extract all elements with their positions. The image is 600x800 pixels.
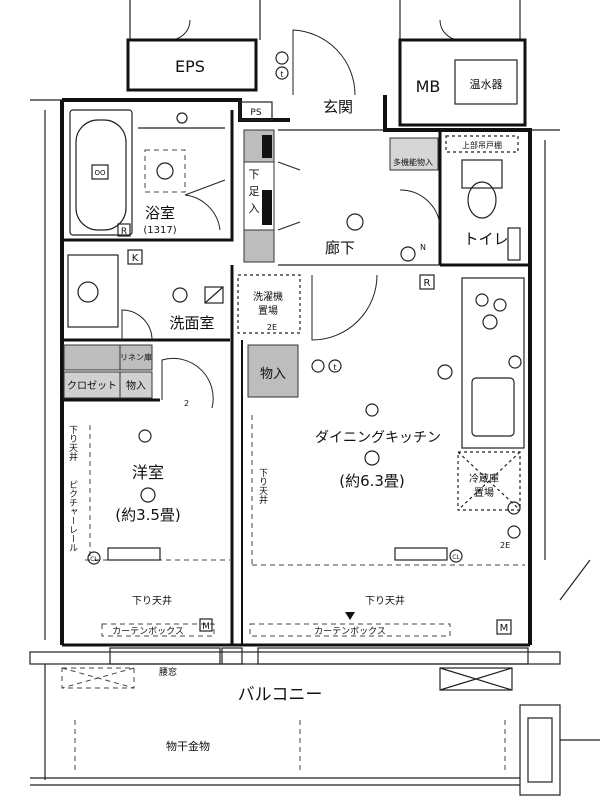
ceiling-and-curtain: 下り天井 下り天井 カーテンボックス カーテンボックス M M: [101, 594, 512, 637]
shoe-box: 下 足 入: [243, 129, 385, 263]
balcony: 腰窓 バルコニー 物干金物: [30, 559, 600, 796]
lowered-ceiling-left: 下り天井: [132, 594, 172, 607]
water-heater-label: 温水器: [470, 78, 503, 91]
two-e-mark-washer: 2E: [267, 323, 277, 332]
washer-label: 洗濯機: [253, 290, 283, 303]
bath-mark: OO: [94, 169, 106, 177]
dining-kitchen: 下り天井 ダイニングキッチン (約6.3畳) 冷蔵庫 置場 2E CL: [251, 277, 525, 566]
two-mark-closet: 2: [184, 399, 189, 408]
picture-rail-label: ピクチャーレール: [67, 480, 78, 552]
ps-label: PS: [250, 108, 261, 118]
windows: [29, 647, 561, 665]
hallway-label: 廊下: [325, 239, 355, 257]
lowered-ceiling-v: 下り天井: [257, 468, 268, 505]
bathroom: OO 浴室 (1317) R: [62, 109, 234, 242]
m-mark-right: M: [500, 623, 509, 634]
mb-box: MB 温水器: [398, 38, 527, 127]
cl-mark-dk: CL: [452, 554, 460, 561]
dk-label: ダイニングキッチン: [315, 430, 441, 446]
washroom-label: 洗面室: [169, 314, 214, 332]
washroom: K 洗面室 洗濯機 置場 2E: [62, 249, 301, 342]
bath-size: (1317): [143, 225, 176, 236]
hallway: 廊下 N R: [278, 213, 440, 341]
dk-size: (約6.3畳): [339, 472, 405, 490]
storage-label: 物入: [260, 367, 286, 382]
two-e-mark-dk: 2E: [500, 541, 510, 550]
clothes-hanger-label: 物干金物: [166, 739, 210, 753]
curtain-box-right: カーテンボックス: [314, 626, 386, 637]
r-mark-hall: R: [424, 278, 431, 289]
bath-label: 浴室: [145, 204, 175, 222]
lowered-ceiling-western: 下り天井: [67, 425, 78, 462]
storage-small-label: 多機能物入: [393, 157, 433, 167]
western-room-label: 洋室: [132, 463, 164, 482]
cl-mark-western: CL: [90, 556, 98, 563]
closet-storage-label: 物入: [126, 379, 146, 392]
toilet-shelf-label: 上部吊戸棚: [462, 140, 502, 150]
western-room-size: (約3.5畳): [115, 506, 181, 524]
fridge-label: 冷蔵庫: [469, 472, 499, 485]
eps-label: EPS: [175, 57, 205, 76]
n-mark: N: [420, 243, 426, 252]
outer-corridor-lines: [129, 0, 521, 41]
western-room: 洋室 (約3.5畳) 下り天井 ピクチャーレール CL: [67, 425, 230, 565]
shoe-box-label-3: 入: [249, 202, 260, 215]
shoe-box-label-1: 下: [249, 168, 260, 181]
r-mark-bath: R: [121, 227, 127, 237]
toilet-label: トイレ: [463, 230, 508, 248]
k-mark: K: [132, 253, 139, 264]
lowered-ceiling-right: 下り天井: [365, 594, 405, 607]
storage: 物入 t: [247, 344, 342, 398]
entrance-door: t: [275, 29, 356, 96]
toilet-area: 多機能物入 上部吊戸棚 トイレ: [389, 130, 530, 267]
balcony-label: バルコニー: [238, 685, 323, 705]
entrance-label: 玄関: [323, 98, 353, 116]
washer-place-label: 置場: [258, 304, 278, 317]
curtain-box-left: カーテンボックス: [112, 626, 184, 637]
m-mark-left: M: [202, 622, 210, 632]
waist-window-label: 腰窓: [159, 666, 177, 678]
fridge-place-label: 置場: [474, 486, 494, 499]
partition: [230, 265, 243, 645]
t-mark-2: t: [333, 363, 336, 372]
linen-label: リネン庫: [120, 352, 152, 362]
closet-label: クロゼット: [67, 380, 117, 392]
eps-box: EPS: [126, 38, 258, 92]
mb-label: MB: [416, 77, 441, 96]
t-mark-1: t: [280, 70, 283, 79]
ps: PS: [239, 101, 273, 121]
closet-area: リネン庫 クロゼット 物入 2: [62, 344, 214, 409]
shoe-box-label-2: 足: [249, 185, 260, 198]
